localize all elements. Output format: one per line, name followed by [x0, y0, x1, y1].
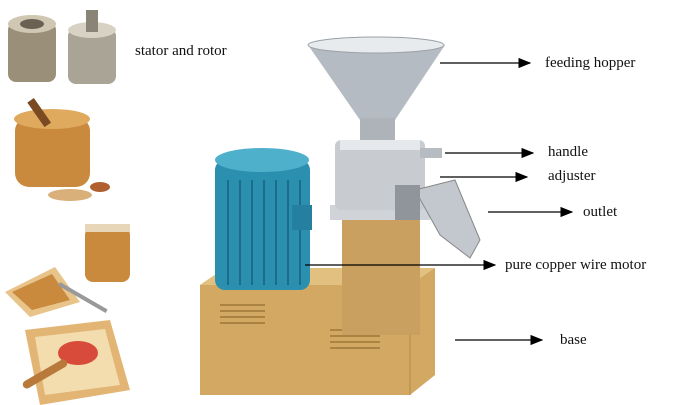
label-base: base — [560, 332, 587, 348]
stator-rotor-photo — [0, 0, 125, 95]
motor — [215, 148, 312, 290]
label-outlet: outlet — [583, 204, 618, 220]
label-feeding-hopper: feeding hopper — [545, 55, 636, 71]
bread-and-jar-photo — [0, 222, 160, 317]
peanut-butter-jar-photo — [0, 97, 125, 217]
mill-column — [342, 215, 420, 335]
label-adjuster: adjuster — [548, 168, 596, 184]
adjuster — [395, 185, 420, 220]
toast-photo — [0, 315, 140, 405]
label-stator-rotor: stator and rotor — [135, 43, 227, 59]
label-handle: handle — [548, 144, 588, 160]
feeding-hopper — [307, 36, 445, 140]
label-motor: pure copper wire motor — [505, 257, 647, 273]
outlet-chute — [414, 179, 481, 259]
handle — [420, 148, 442, 158]
